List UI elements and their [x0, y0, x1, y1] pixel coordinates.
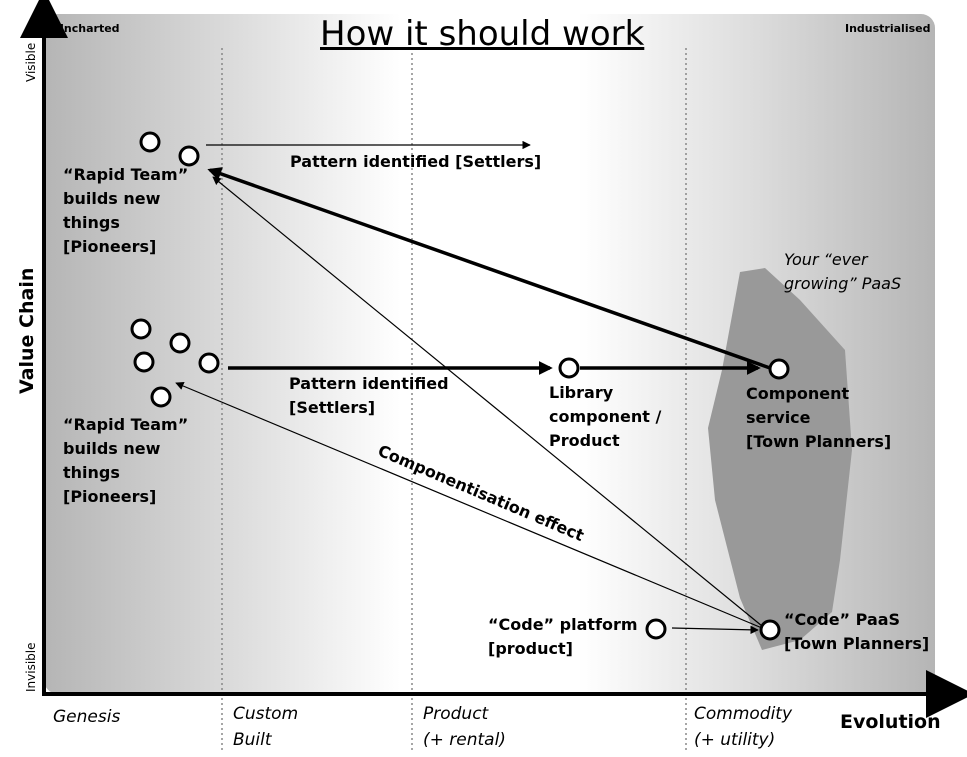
node-code-platform: [645, 618, 667, 640]
pattern-identified-mid-label-line1: Pattern identified: [289, 374, 449, 393]
arrow-paas-to-team-top: [212, 176, 763, 627]
node-circle: [178, 145, 200, 167]
node-library-component: [558, 357, 580, 379]
pattern-identified-top-label: Pattern identified [Settlers]: [290, 152, 542, 171]
node-component-service: [768, 358, 790, 380]
node-circle: [130, 318, 152, 340]
stage-commodity-line2: (+ utility): [694, 730, 776, 750]
node-circle: [150, 386, 172, 408]
stage-commodity-line1: Commodity: [694, 704, 793, 724]
arrow-componentisation: [175, 382, 763, 629]
node-circle: [169, 332, 191, 354]
pattern-identified-mid-label-line2: [Settlers]: [289, 398, 376, 417]
stage-product-line1: Product: [423, 704, 489, 724]
stage-genesis: Genesis: [53, 707, 121, 727]
arrow-service-to-team: [207, 167, 771, 370]
y-axis-bottom-label: Invisible: [24, 642, 38, 693]
paas-region: [708, 268, 852, 650]
corner-label-industrialised: Industrialised: [845, 22, 931, 35]
node-circle: [139, 131, 161, 153]
y-axis-label: Value Chain: [16, 267, 38, 394]
stage-custom-line1: Custom: [233, 704, 299, 724]
stage-custom-line2: Built: [233, 730, 272, 750]
map-background: [44, 14, 935, 694]
arrow-platform-to-paas: [671, 625, 759, 635]
x-axis-label: Evolution: [840, 711, 941, 733]
node-code-paas: [759, 619, 781, 641]
corner-label-uncharted: Uncharted: [55, 22, 120, 35]
y-axis-top-label: Visible: [24, 42, 38, 82]
node-circle: [133, 351, 155, 373]
node-circle: [198, 352, 220, 374]
page-title: How it should work: [320, 14, 645, 54]
stage-product-line2: (+ rental): [423, 730, 506, 750]
